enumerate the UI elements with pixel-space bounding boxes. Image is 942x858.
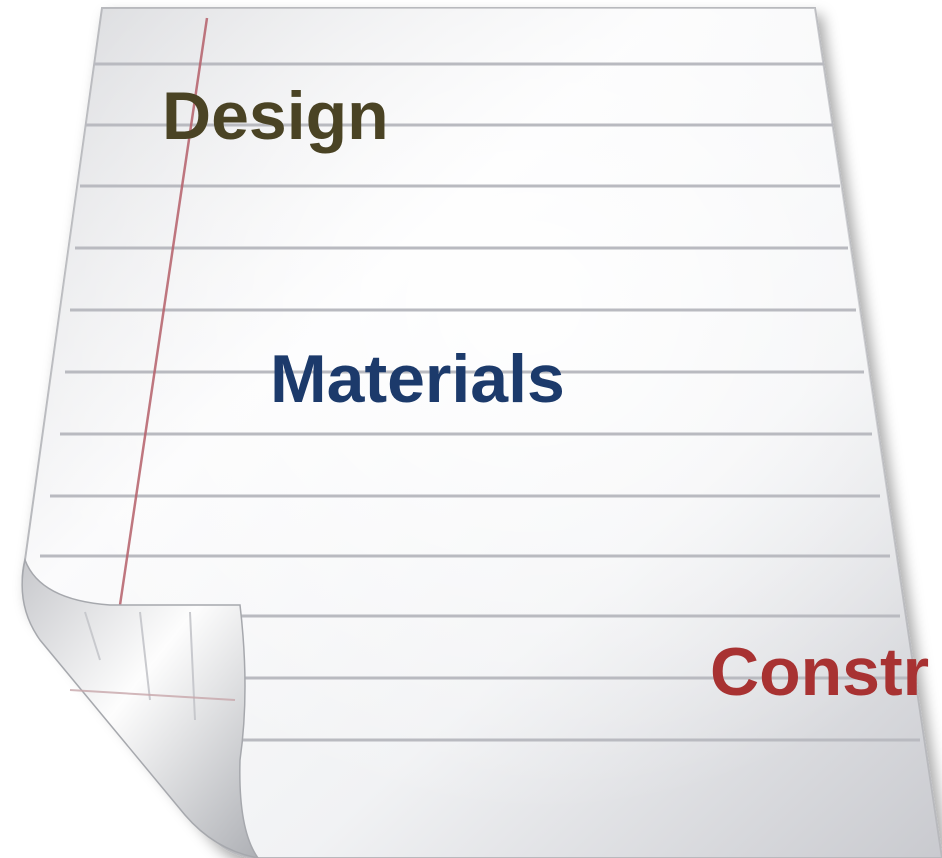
- margin-line: [118, 17, 209, 606]
- construction-label: Constr: [710, 634, 930, 710]
- design-label: Design: [162, 78, 389, 154]
- page-curl: [21, 557, 259, 858]
- materials-label: Materials: [270, 341, 565, 417]
- ruled-lines: [30, 62, 920, 742]
